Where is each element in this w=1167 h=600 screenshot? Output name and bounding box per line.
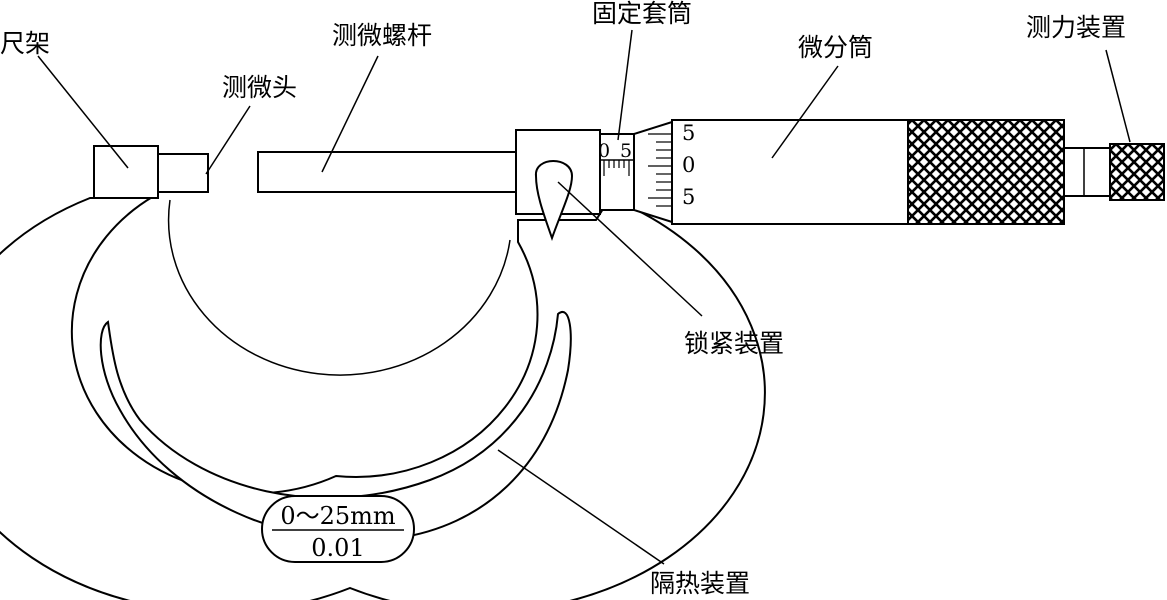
ratchet-shaft — [1063, 147, 1111, 197]
label-frame: 尺架 — [0, 29, 50, 58]
thimble-body — [671, 119, 909, 225]
sleeve-scale-barrel — [599, 133, 635, 211]
thimble-ticks — [648, 133, 672, 207]
lock-lever — [534, 160, 574, 241]
thimble-bevel — [633, 120, 673, 224]
spec-plate-resolution: 0.01 — [311, 534, 364, 562]
sleeve-scale-right: 5 — [620, 140, 632, 162]
frame-inner-edge — [167, 199, 511, 376]
insulation-groove — [99, 311, 572, 542]
spec-plate — [261, 495, 415, 563]
thimble-scale-mid: 0 — [682, 153, 695, 177]
ratchet-knurl — [1109, 143, 1165, 201]
spec-plate-range: 0～25mm — [280, 502, 396, 530]
sleeve-ticks — [603, 160, 630, 176]
anvil-block — [93, 145, 159, 199]
label-anvil: 测微头 — [222, 73, 297, 102]
label-spindle: 测微螺杆 — [332, 21, 432, 50]
leader-lines — [37, 29, 1131, 565]
label-ratchet: 测力装置 — [1026, 13, 1126, 42]
thimble-scale-top: 5 — [682, 121, 695, 145]
thimble-knurl — [907, 119, 1065, 225]
sleeve-scale-left: 0 — [598, 140, 610, 162]
frame-body — [0, 194, 766, 600]
label-lock: 锁紧装置 — [684, 329, 784, 358]
anvil-tip — [157, 153, 209, 193]
thimble-scale-bottom: 5 — [682, 185, 695, 209]
label-thimble: 微分筒 — [798, 33, 873, 62]
spindle — [257, 151, 519, 193]
label-sleeve: 固定套筒 — [592, 0, 692, 28]
frame: 0～25mm 0.01 — [0, 194, 766, 600]
label-insulation: 隔热装置 — [650, 569, 750, 598]
